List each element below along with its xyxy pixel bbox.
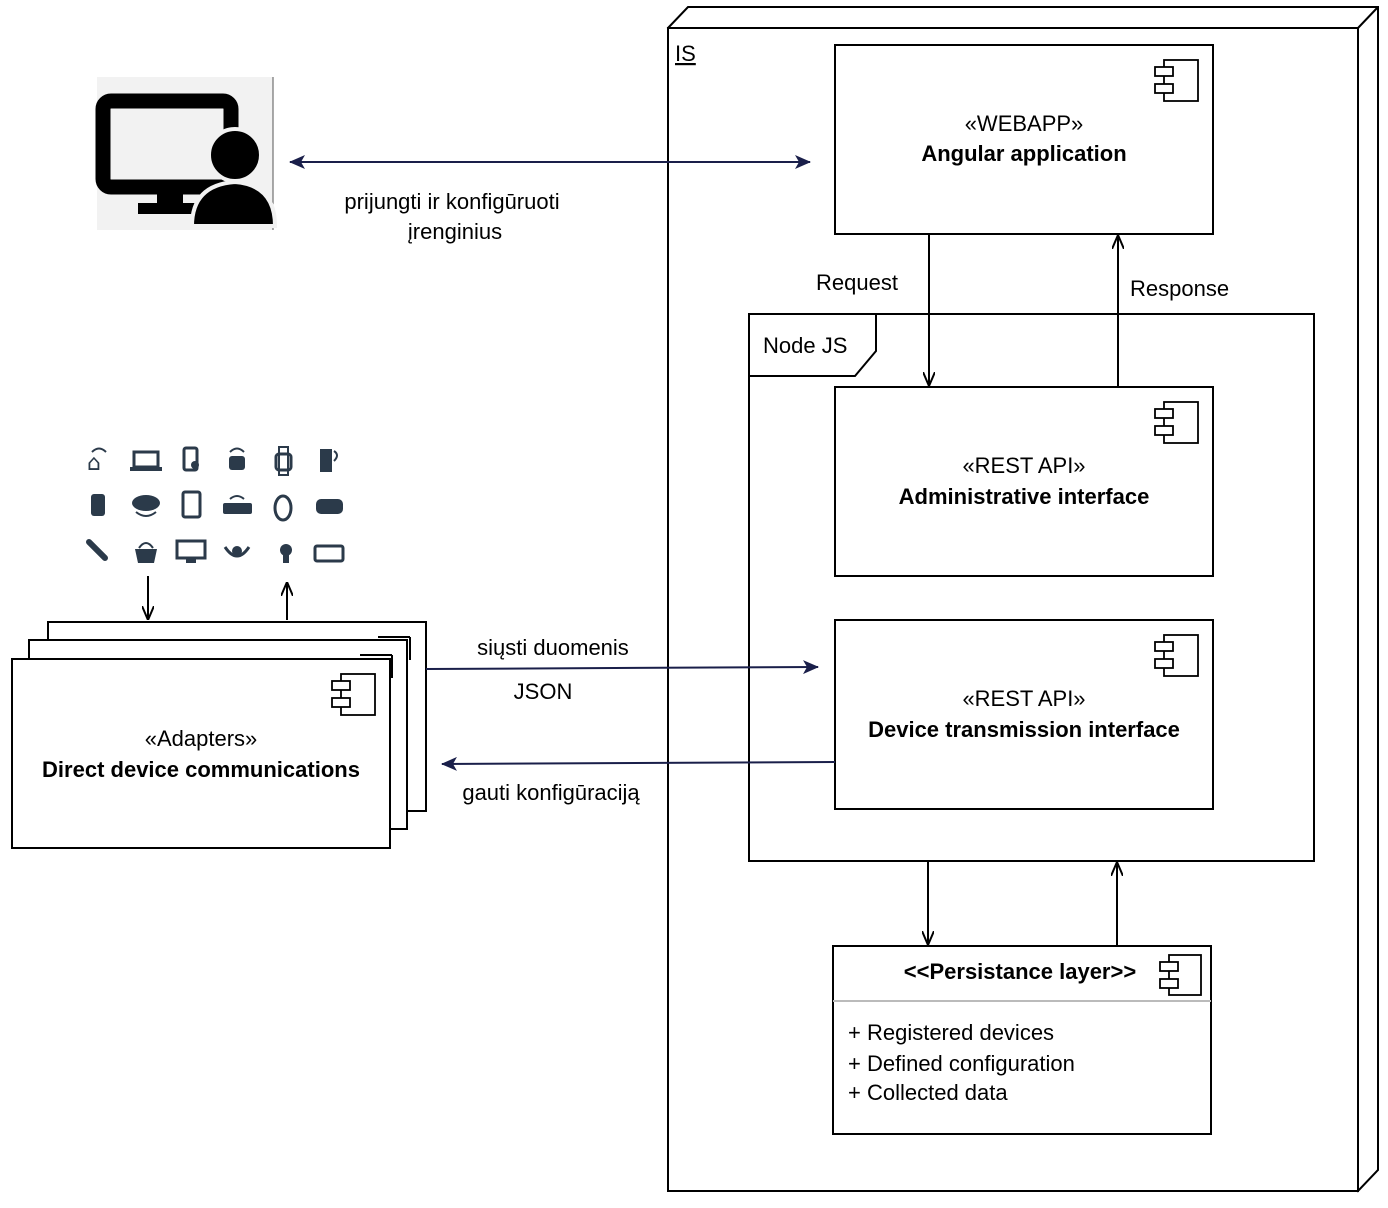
adapters-stereotype: «Adapters» xyxy=(145,726,258,751)
device-api-stereotype: «REST API» xyxy=(962,686,1085,711)
webapp-stereotype: «WEBAPP» xyxy=(965,111,1084,136)
svg-text:⌂: ⌂ xyxy=(87,451,101,476)
smartphone-touch-icon xyxy=(182,446,199,472)
uml-component-icon xyxy=(1154,59,1199,102)
edge-get-config[interactable]: gauti konfigūraciją xyxy=(441,756,836,805)
uml-component-icon xyxy=(331,673,376,716)
uml-component-icon xyxy=(1154,401,1199,444)
devices-icon-grid: ⌂ xyxy=(86,446,345,563)
vr-headset-icon xyxy=(316,499,343,514)
uml-component-icon xyxy=(1154,634,1199,677)
cloud-wifi-icon xyxy=(132,495,160,517)
router-icon xyxy=(223,495,252,514)
wireless-hub-icon xyxy=(223,546,251,558)
laptop-icon xyxy=(130,450,162,471)
edge-json-label: JSON xyxy=(514,679,573,704)
smart-mouse-icon xyxy=(273,494,293,522)
admin-api-component[interactable]: «REST API» Administrative interface xyxy=(834,386,1214,577)
is-node-label: IS xyxy=(675,41,696,66)
persistence-title: <<Persistance layer>> xyxy=(904,959,1136,984)
user-at-computer-icon xyxy=(95,77,278,230)
persistence-component[interactable]: <<Persistance layer>> + Registered devic… xyxy=(832,945,1212,1135)
smartwatch-icon xyxy=(274,446,293,476)
edge-response-label: Response xyxy=(1130,276,1229,301)
smart-plug-icon xyxy=(229,447,245,470)
smart-home-icon: ⌂ xyxy=(87,447,107,476)
edge-user-webapp[interactable]: prijungti ir konfigūruoti įrenginius xyxy=(289,155,811,244)
remote-control-icon xyxy=(91,494,105,516)
edge-request-label: Request xyxy=(816,270,898,295)
keyboard-icon xyxy=(313,544,345,563)
device-api-name: Device transmission interface xyxy=(868,717,1180,742)
edge-response[interactable]: Response xyxy=(1118,236,1229,387)
webapp-name: Angular application xyxy=(921,141,1126,166)
uml-component-icon xyxy=(1159,954,1202,996)
smart-bulb-icon xyxy=(280,544,292,563)
smart-basket-icon xyxy=(135,542,157,563)
edge-user-webapp-label: prijungti ir konfigūruoti xyxy=(344,189,559,214)
adapters-name: Direct device communications xyxy=(42,757,360,782)
edge-user-webapp-label: įrenginius xyxy=(408,219,502,244)
persistence-item: + Defined configuration xyxy=(848,1051,1075,1076)
admin-api-name: Administrative interface xyxy=(899,484,1150,509)
edge-send-data[interactable]: siųsti duomenis JSON xyxy=(425,635,819,704)
stylus-icon xyxy=(86,539,108,561)
persistence-item: + Registered devices xyxy=(848,1020,1054,1045)
admin-api-stereotype: «REST API» xyxy=(962,453,1085,478)
device-api-component[interactable]: «REST API» Device transmission interface xyxy=(834,619,1214,810)
smart-lock-icon xyxy=(320,449,338,472)
edge-send-data-label: siųsti duomenis xyxy=(477,635,629,660)
edge-get-config-label: gauti konfigūraciją xyxy=(462,780,640,805)
adapters-component[interactable]: «Adapters» Direct device communications xyxy=(11,621,427,849)
monitor-icon xyxy=(175,539,207,563)
nodejs-label: Node JS xyxy=(763,333,847,358)
tablet-icon xyxy=(181,490,202,519)
edge-request[interactable]: Request xyxy=(816,234,929,385)
webapp-component[interactable]: «WEBAPP» Angular application xyxy=(834,44,1214,235)
persistence-item: + Collected data xyxy=(848,1080,1008,1105)
